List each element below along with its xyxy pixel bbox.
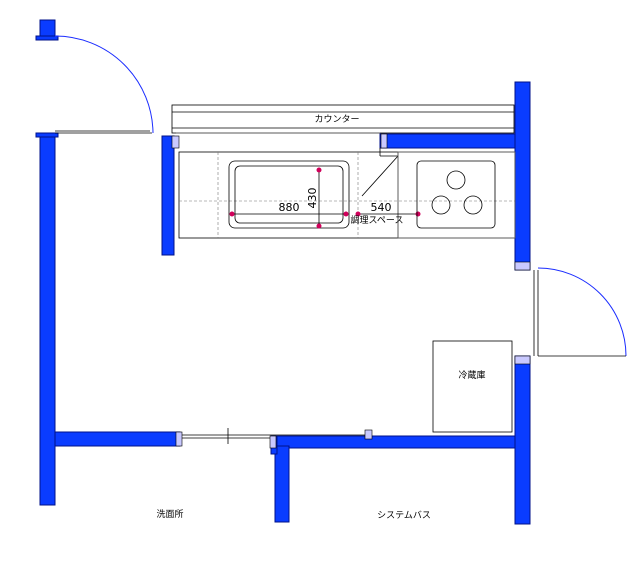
system-bath-label: システムバス	[377, 510, 431, 521]
burner-icon-left	[431, 195, 451, 215]
wall-bottom-left	[54, 431, 181, 447]
hatch-bath-right-jamb	[364, 429, 373, 440]
dimension-point-left	[229, 211, 235, 217]
kitchen-worktop	[178, 148, 516, 239]
dimension-point-right	[343, 211, 349, 217]
sink-depth-dimension: 430	[306, 188, 319, 209]
wall-counter-right-block	[379, 133, 516, 149]
stove-cabinet	[397, 151, 516, 239]
prep-space-label: 調理スペース	[351, 214, 404, 226]
dimension-point-prep-left	[355, 211, 361, 217]
refrigerator-outline	[432, 340, 513, 433]
washroom-label: 洗面所	[156, 508, 183, 520]
wall-bath-left	[274, 445, 290, 523]
sink-inner	[234, 165, 344, 224]
burner-icon-top	[446, 170, 466, 190]
sink: 880 430	[228, 160, 350, 229]
door-swing-arc-top-left	[54, 35, 154, 134]
refrigerator: 冷蔵庫	[432, 340, 513, 433]
wall-left	[39, 132, 56, 506]
wall-hatch-marks	[171, 133, 531, 449]
burner-icon-right	[463, 195, 483, 215]
walls	[35, 19, 531, 525]
wall-counter-left-pillar	[161, 135, 175, 256]
wall-left-cap	[35, 132, 59, 138]
stove	[416, 160, 496, 229]
prep-space: 540 調理スペース	[351, 201, 421, 226]
prep-space-diagonal	[361, 155, 399, 197]
wall-top-left-cap	[35, 35, 59, 41]
dimension-point-prep-right	[415, 211, 421, 217]
counter-label: カウンター	[314, 114, 359, 125]
hatch-counter-left	[171, 135, 180, 149]
counter: カウンター	[171, 104, 515, 134]
refrigerator-label: 冷蔵庫	[458, 369, 485, 381]
hatch-right-door-top	[514, 261, 531, 271]
hatch-right-door-bottom	[514, 355, 531, 365]
wall-right-upper	[514, 81, 531, 271]
doors	[54, 35, 627, 444]
prep-width-dimension: 540	[371, 201, 392, 214]
wall-right-lower	[514, 355, 531, 525]
dimension-point-bottom	[316, 223, 322, 229]
door-swing-arc-right	[537, 267, 627, 357]
hatch-left-door-jamb	[175, 431, 183, 447]
hatch-bath-door-jamb	[269, 435, 277, 449]
stove-top	[416, 160, 496, 229]
dimension-point-top	[316, 167, 322, 173]
sink-outer	[228, 160, 350, 229]
hatch-counter-right	[380, 133, 388, 149]
wall-bath-top	[272, 435, 516, 449]
sink-width-dimension: 880	[279, 201, 300, 214]
